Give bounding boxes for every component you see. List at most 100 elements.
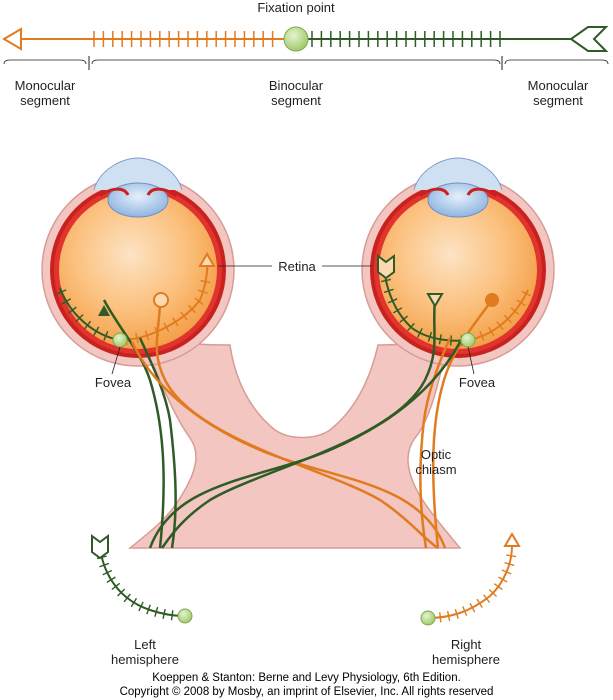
retina-tick — [488, 589, 498, 598]
left-field-arrow-icon — [2, 27, 22, 51]
retina-tick — [187, 304, 196, 314]
retina-tick — [103, 331, 109, 341]
retina-tick — [180, 311, 188, 321]
fixation-point-label: Fixation point — [257, 0, 335, 15]
left-cornea — [93, 157, 183, 191]
retina-tick — [102, 569, 113, 576]
retina-tick — [506, 554, 517, 558]
retina-tick — [407, 322, 415, 332]
notch-tail-icon — [377, 254, 395, 280]
retina-tick — [200, 279, 211, 284]
retina-tick — [75, 314, 84, 323]
retina-tick — [138, 601, 144, 612]
filled-circle-icon — [485, 293, 499, 307]
retina-tick — [130, 597, 138, 608]
retina-tick — [483, 594, 491, 604]
left-hemisphere-label: Left hemisphere — [111, 637, 179, 667]
retina-tick — [498, 576, 508, 583]
retina-tick — [383, 288, 394, 294]
copyright-credit-line-1: Koeppen & Stanton: Berne and Levy Physio… — [152, 672, 461, 684]
open-circle-icon — [153, 292, 169, 308]
leader-lines — [111, 265, 475, 375]
fovea-right-label: Fovea — [458, 375, 496, 390]
retina-tick — [146, 604, 151, 615]
retina-tick — [194, 297, 204, 305]
retina-tick — [56, 289, 67, 295]
retina-tick — [504, 561, 515, 567]
retina-tick — [117, 588, 126, 597]
right-hemisphere-arrow-icon — [503, 532, 521, 547]
retina-tick — [446, 610, 451, 622]
retina-tick — [106, 576, 116, 583]
retina-tick — [392, 307, 403, 314]
left-eye-green-retina — [59, 287, 121, 341]
binocular-bracket — [91, 59, 501, 65]
retina-tick — [172, 317, 179, 327]
left-hemisphere-projection — [91, 534, 193, 624]
binocular-left-ticks — [93, 31, 274, 47]
retina-tick — [387, 298, 398, 304]
right-field-tail-icon — [569, 26, 609, 52]
retina-tick — [469, 602, 476, 613]
retina-tick — [438, 334, 442, 345]
right-eye — [361, 157, 555, 367]
monocular-left-bracket — [3, 59, 87, 65]
left-hemisphere-tail-icon — [91, 534, 109, 560]
right-fovea-marker — [460, 332, 476, 348]
retina-tick — [462, 606, 468, 617]
retina-tick — [503, 314, 512, 323]
monocular-left-label: Monocular segment — [14, 78, 76, 108]
retina-tick — [61, 298, 72, 305]
fixation-point-marker — [283, 26, 309, 52]
retina-tick — [111, 582, 121, 591]
retina-tick — [439, 612, 442, 623]
left-eye-orange-retina — [119, 261, 209, 341]
retina-tick — [197, 289, 208, 294]
optic-chiasm-label: Optic chiasm — [415, 447, 457, 477]
optic-fibers — [102, 299, 494, 550]
visual-field-line — [2, 26, 609, 70]
retina-tick — [380, 278, 392, 283]
retina-tick — [510, 307, 520, 315]
retina-tick — [476, 598, 483, 608]
retina-tick — [493, 583, 503, 591]
retina-tick — [479, 331, 485, 341]
left-hemisphere-fovea — [177, 608, 193, 624]
monocular-right-label: Monocular segment — [527, 78, 589, 108]
retina-tick — [399, 315, 408, 323]
retina-tick — [449, 335, 452, 346]
right-hemisphere-label: Right hemisphere — [432, 637, 500, 667]
retina-label: Retina — [278, 259, 316, 274]
retina-tick — [154, 606, 159, 617]
binocular-label: Binocular segment — [268, 78, 324, 108]
fovea-left-label: Fovea — [94, 375, 132, 390]
monocular-right-bracket — [504, 59, 609, 65]
open-arrow-up-icon — [198, 252, 216, 267]
filled-triangle-icon — [98, 305, 110, 316]
open-triangle-down-icon — [426, 293, 444, 308]
right-cornea — [413, 157, 503, 191]
retina-tick — [516, 299, 526, 306]
retina-tick — [488, 326, 495, 337]
right-hemisphere-projection — [420, 532, 521, 626]
binocular-right-ticks — [311, 31, 501, 47]
retina-tick — [417, 328, 423, 338]
left-fovea-marker — [112, 332, 128, 348]
retina-tick — [521, 290, 531, 297]
retina-tick — [170, 610, 174, 621]
retina-tick — [496, 321, 504, 331]
retina-tick — [501, 569, 512, 575]
optic-chiasm-body — [127, 336, 462, 549]
retina-tick — [135, 333, 139, 344]
retina-tick — [454, 608, 459, 619]
right-hemisphere-fovea — [420, 610, 436, 626]
retina-tick — [68, 306, 77, 314]
retina-tick — [93, 326, 100, 336]
retina-tick — [99, 562, 110, 568]
retina-tick — [163, 322, 170, 332]
retina-tick — [144, 330, 150, 341]
copyright-credit-line-2: Copyright © 2008 by Mosby, an imprint of… — [119, 686, 494, 698]
retina-tick — [427, 331, 433, 342]
retina-tick — [83, 320, 92, 330]
